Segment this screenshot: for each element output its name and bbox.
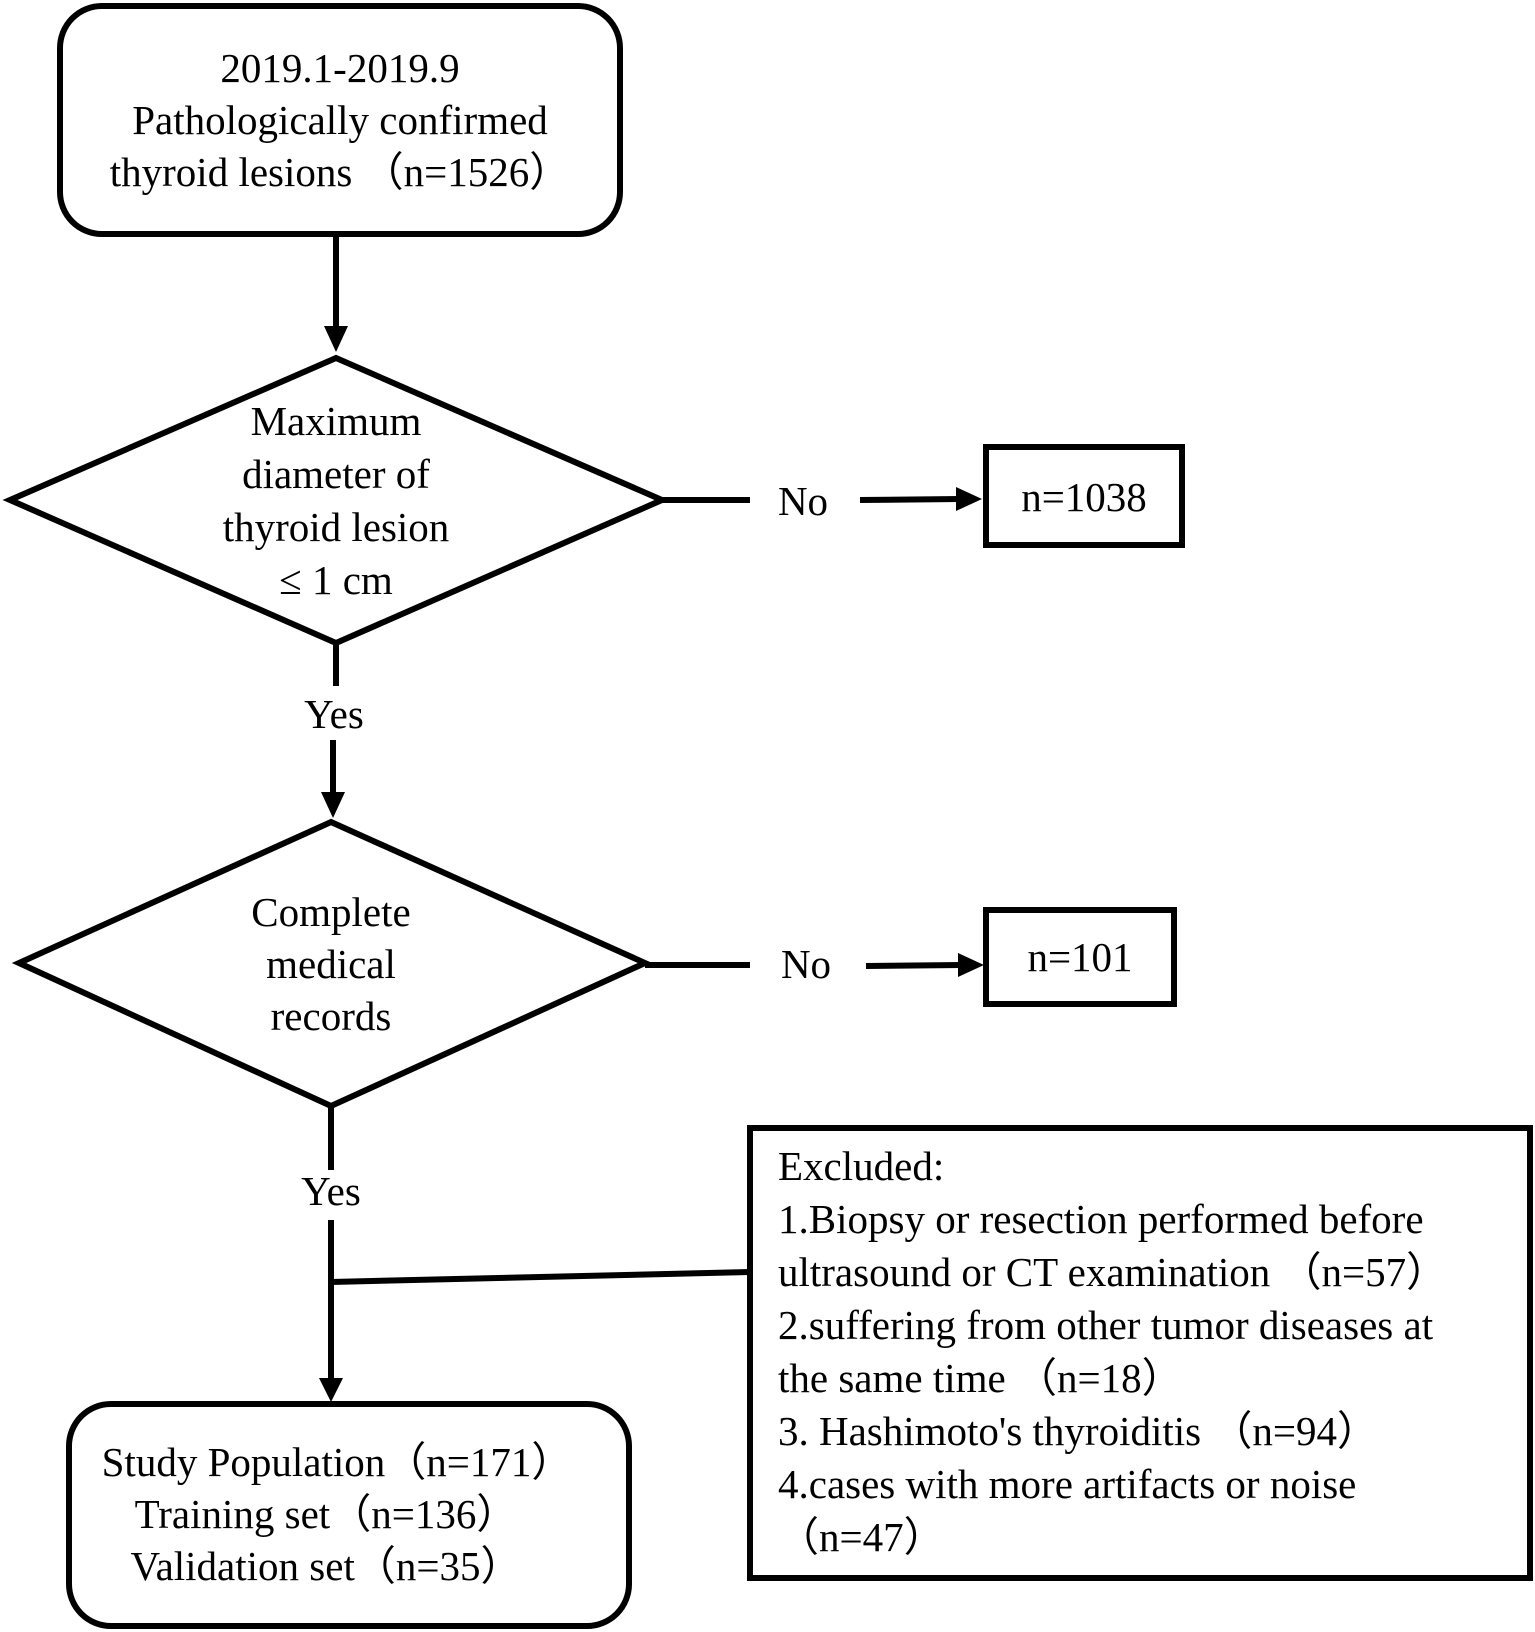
no-branch-1: No: [662, 478, 982, 524]
decision1-line-4: ≤ 1 cm: [279, 557, 393, 603]
start-box-line-2: Pathologically confirmed: [132, 97, 548, 143]
no-branch-2: No: [645, 941, 984, 987]
exclusion-line-3: ultrasound or CT examination （n=57）: [778, 1249, 1447, 1295]
result-line-2: Training set（n=136）: [135, 1491, 518, 1537]
exclusion-criteria-box: Excluded: 1.Biopsy or resection performe…: [747, 1125, 1533, 1581]
start-box-line-3: thyroid lesions （n=1526）: [110, 149, 570, 195]
decision2-line-2: medical: [266, 941, 396, 987]
exclusion-line-1: Excluded:: [778, 1143, 944, 1189]
decision2-yes-label: Yes: [301, 1168, 361, 1214]
exclusion-line-4: 2.suffering from other tumor diseases at: [778, 1302, 1434, 1348]
start-box: 2019.1-2019.9 Pathologically confirmed t…: [57, 3, 623, 237]
exclusion-line-7: 4.cases with more artifacts or noise: [778, 1461, 1356, 1507]
decision1-line-1: Maximum: [251, 398, 422, 444]
excluded2-count: n=101: [1027, 934, 1132, 980]
exclusion-line-2: 1.Biopsy or resection performed before: [778, 1196, 1424, 1242]
decision1-line-3: thyroid lesion: [223, 504, 450, 550]
start-box-line-1: 2019.1-2019.9: [220, 45, 459, 91]
result-line-1: Study Population（n=171）: [102, 1439, 573, 1485]
study-population-box: Study Population（n=171） Training set（n=1…: [66, 1401, 632, 1629]
yes-branch-1: Yes: [304, 643, 364, 818]
decision-complete-records: Complete medical records: [11, 818, 653, 1110]
exclusion-line-5: the same time （n=18）: [778, 1355, 1183, 1401]
decision1-no-label: No: [778, 478, 828, 524]
decision-diameter: Maximum diameter of thyroid lesion ≤ 1 c…: [2, 354, 670, 647]
exclusion-line-6: 3. Hashimoto's thyroiditis （n=94）: [778, 1408, 1378, 1454]
decision2-no-label: No: [781, 941, 831, 987]
excluded-box-1: n=1038: [983, 444, 1185, 548]
arrow-start-to-decision1: [324, 234, 348, 352]
decision2-line-3: records: [271, 993, 392, 1039]
result-line-3: Validation set（n=35）: [131, 1543, 522, 1589]
decision2-line-1: Complete: [251, 889, 410, 935]
decision1-line-2: diameter of: [242, 451, 430, 497]
yes-branch-2: Yes: [301, 1106, 751, 1402]
excluded-box-2: n=101: [983, 907, 1177, 1007]
exclusion-line-8: （n=47）: [778, 1514, 945, 1560]
excluded1-count: n=1038: [1021, 474, 1147, 520]
decision1-yes-label: Yes: [304, 691, 364, 737]
